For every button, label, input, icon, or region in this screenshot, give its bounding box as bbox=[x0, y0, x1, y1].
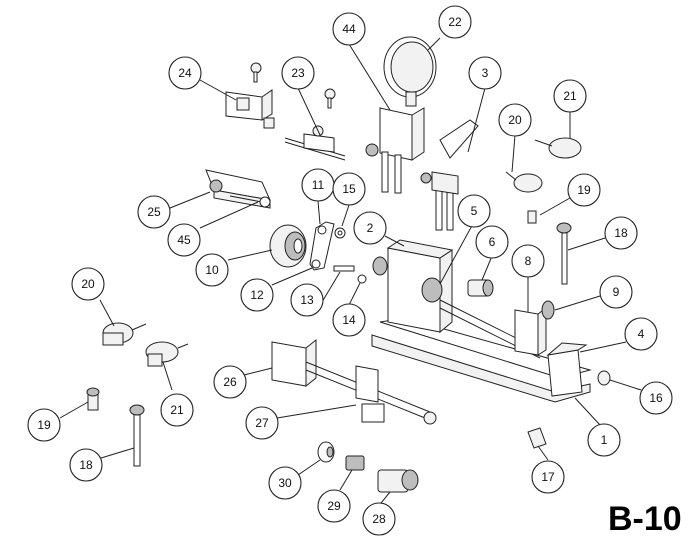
callout-18-top: 18 bbox=[604, 216, 638, 250]
svg-text:24: 24 bbox=[178, 66, 192, 80]
svg-text:26: 26 bbox=[223, 375, 237, 389]
svg-text:22: 22 bbox=[448, 15, 462, 29]
svg-text:11: 11 bbox=[312, 178, 325, 192]
svg-text:3: 3 bbox=[482, 66, 489, 80]
callout-26: 26 bbox=[213, 365, 247, 399]
callout-5: 5 bbox=[457, 194, 491, 228]
callout-25: 25 bbox=[137, 195, 171, 229]
callout-20-top: 20 bbox=[498, 103, 532, 137]
callout-8: 8 bbox=[511, 244, 545, 278]
svg-text:20: 20 bbox=[508, 113, 522, 127]
callout-balloons: 44 22 24 23 3 21 20 19 18 11 15 25 45 2 … bbox=[27, 5, 673, 536]
callout-18-left: 18 bbox=[69, 448, 103, 482]
svg-text:23: 23 bbox=[291, 66, 305, 80]
svg-text:13: 13 bbox=[300, 293, 314, 307]
svg-text:9: 9 bbox=[613, 285, 620, 299]
callout-28: 28 bbox=[362, 502, 396, 536]
callout-12: 12 bbox=[240, 278, 274, 312]
svg-text:4: 4 bbox=[638, 327, 645, 341]
callout-21-top: 21 bbox=[553, 79, 587, 113]
callout-17: 17 bbox=[531, 460, 565, 494]
svg-text:21: 21 bbox=[563, 89, 577, 103]
svg-text:18: 18 bbox=[79, 458, 93, 472]
svg-text:25: 25 bbox=[147, 205, 161, 219]
callout-9: 9 bbox=[599, 275, 633, 309]
svg-text:28: 28 bbox=[372, 512, 386, 526]
callout-20-left: 20 bbox=[71, 267, 105, 301]
callout-10: 10 bbox=[195, 253, 229, 287]
svg-text:19: 19 bbox=[577, 183, 591, 197]
callout-30: 30 bbox=[268, 466, 302, 500]
callout-1: 1 bbox=[587, 423, 621, 457]
leader-lines bbox=[59, 37, 642, 504]
svg-text:8: 8 bbox=[525, 254, 532, 268]
svg-text:1: 1 bbox=[601, 433, 608, 447]
svg-text:29: 29 bbox=[327, 499, 341, 513]
callout-22: 22 bbox=[438, 5, 472, 39]
callout-6: 6 bbox=[475, 225, 509, 259]
svg-text:18: 18 bbox=[614, 226, 628, 240]
callout-15: 15 bbox=[332, 172, 366, 206]
callout-2: 2 bbox=[353, 211, 387, 245]
svg-text:20: 20 bbox=[81, 277, 95, 291]
svg-text:6: 6 bbox=[489, 235, 496, 249]
callout-23: 23 bbox=[281, 56, 315, 90]
svg-text:2: 2 bbox=[367, 221, 374, 235]
svg-text:19: 19 bbox=[37, 418, 51, 432]
svg-text:21: 21 bbox=[170, 403, 184, 417]
callout-19-top: 19 bbox=[567, 173, 601, 207]
callout-44: 44 bbox=[332, 12, 366, 46]
svg-text:45: 45 bbox=[177, 233, 191, 247]
callout-14: 14 bbox=[332, 303, 366, 337]
svg-text:12: 12 bbox=[250, 288, 264, 302]
callout-19-left: 19 bbox=[27, 408, 61, 442]
svg-text:30: 30 bbox=[278, 476, 292, 490]
callout-11: 11 bbox=[301, 168, 335, 202]
svg-text:5: 5 bbox=[471, 204, 478, 218]
callout-21-left: 21 bbox=[160, 393, 194, 427]
callout-13: 13 bbox=[290, 283, 324, 317]
callout-4: 4 bbox=[624, 317, 658, 351]
svg-text:14: 14 bbox=[342, 313, 356, 327]
svg-text:10: 10 bbox=[205, 263, 219, 277]
callout-24: 24 bbox=[168, 56, 202, 90]
callout-29: 29 bbox=[317, 489, 351, 523]
svg-text:15: 15 bbox=[342, 182, 356, 196]
sheet-number-label: B-10 bbox=[608, 500, 682, 538]
svg-text:27: 27 bbox=[255, 416, 269, 430]
callout-27: 27 bbox=[245, 406, 279, 440]
svg-text:44: 44 bbox=[342, 22, 356, 36]
svg-text:17: 17 bbox=[541, 470, 555, 484]
svg-text:16: 16 bbox=[649, 391, 663, 405]
callout-16: 16 bbox=[639, 381, 673, 415]
parts-drawing bbox=[86, 36, 611, 493]
callout-3: 3 bbox=[468, 56, 502, 90]
callout-45: 45 bbox=[167, 223, 201, 257]
